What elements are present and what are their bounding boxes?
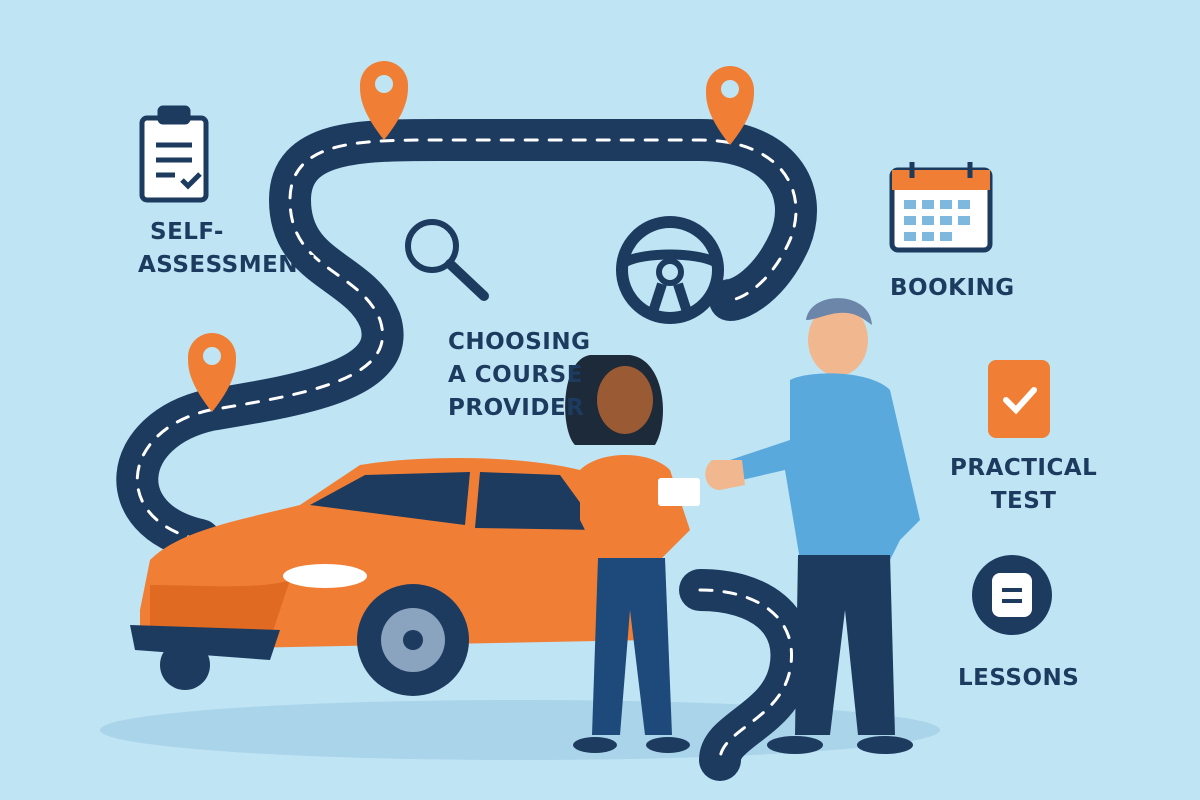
map-pin-icon (706, 66, 754, 145)
label-line: CHOOSING (448, 329, 591, 355)
label-line: PROVIDER (448, 395, 585, 421)
label-choosing-course: CHOOSING A COURSE PROVIDER (448, 326, 590, 425)
woman-figure (565, 355, 700, 753)
label-lessons: LESSONS (958, 665, 1080, 691)
calendar-icon (889, 162, 993, 253)
map-pin-icon (360, 61, 408, 140)
document-circle-icon (972, 555, 1052, 635)
label-line: ASSESSMENT (138, 252, 315, 278)
orange-car (130, 458, 650, 696)
road (116, 119, 817, 781)
man-figure (705, 298, 920, 754)
label-line: A COURSE (448, 362, 583, 388)
steering-wheel-icon (616, 216, 724, 324)
label-line: TEST (990, 488, 1057, 514)
label-line: PRACTICAL (950, 455, 1098, 481)
magnifier-icon (405, 219, 489, 301)
label-practical-test: PRACTICAL TEST (950, 452, 1097, 518)
label-booking: BOOKING (890, 275, 1015, 301)
label-line: SELF- (150, 219, 224, 245)
checkbox-icon (988, 360, 1050, 438)
clipboard-check-icon (139, 105, 209, 203)
map-pin-icon (188, 333, 236, 412)
label-self-assessment: SELF- ASSESSMENT (138, 216, 314, 282)
